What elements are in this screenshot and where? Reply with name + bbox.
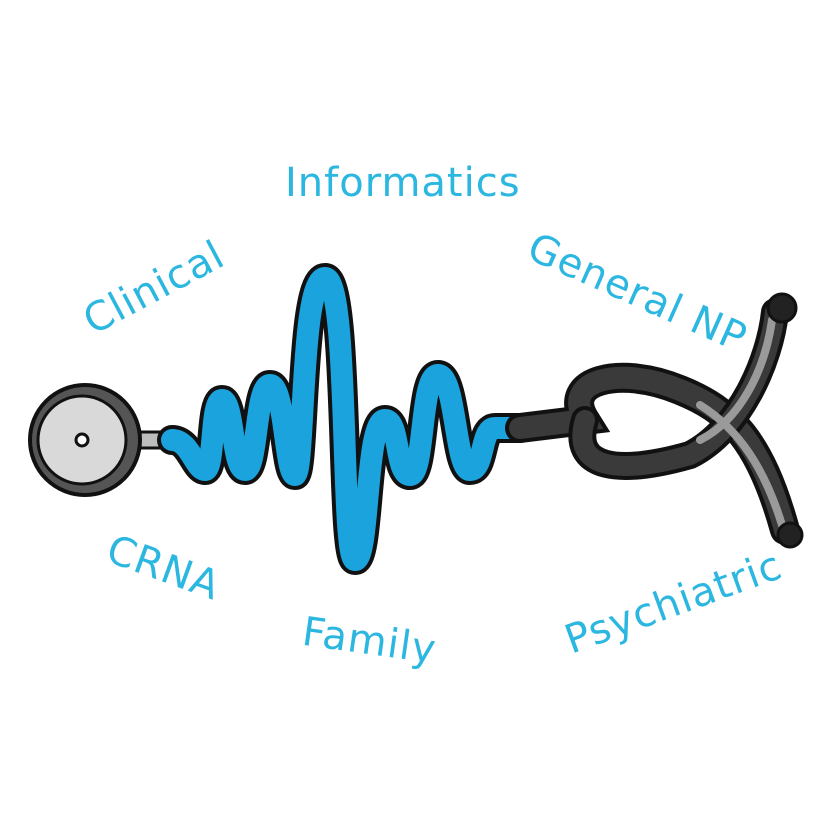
heartbeat-wave-icon [157,263,535,575]
label-informatics: Informatics [285,160,521,206]
earpiece-icon [505,292,804,549]
chestpiece-icon [28,383,182,497]
